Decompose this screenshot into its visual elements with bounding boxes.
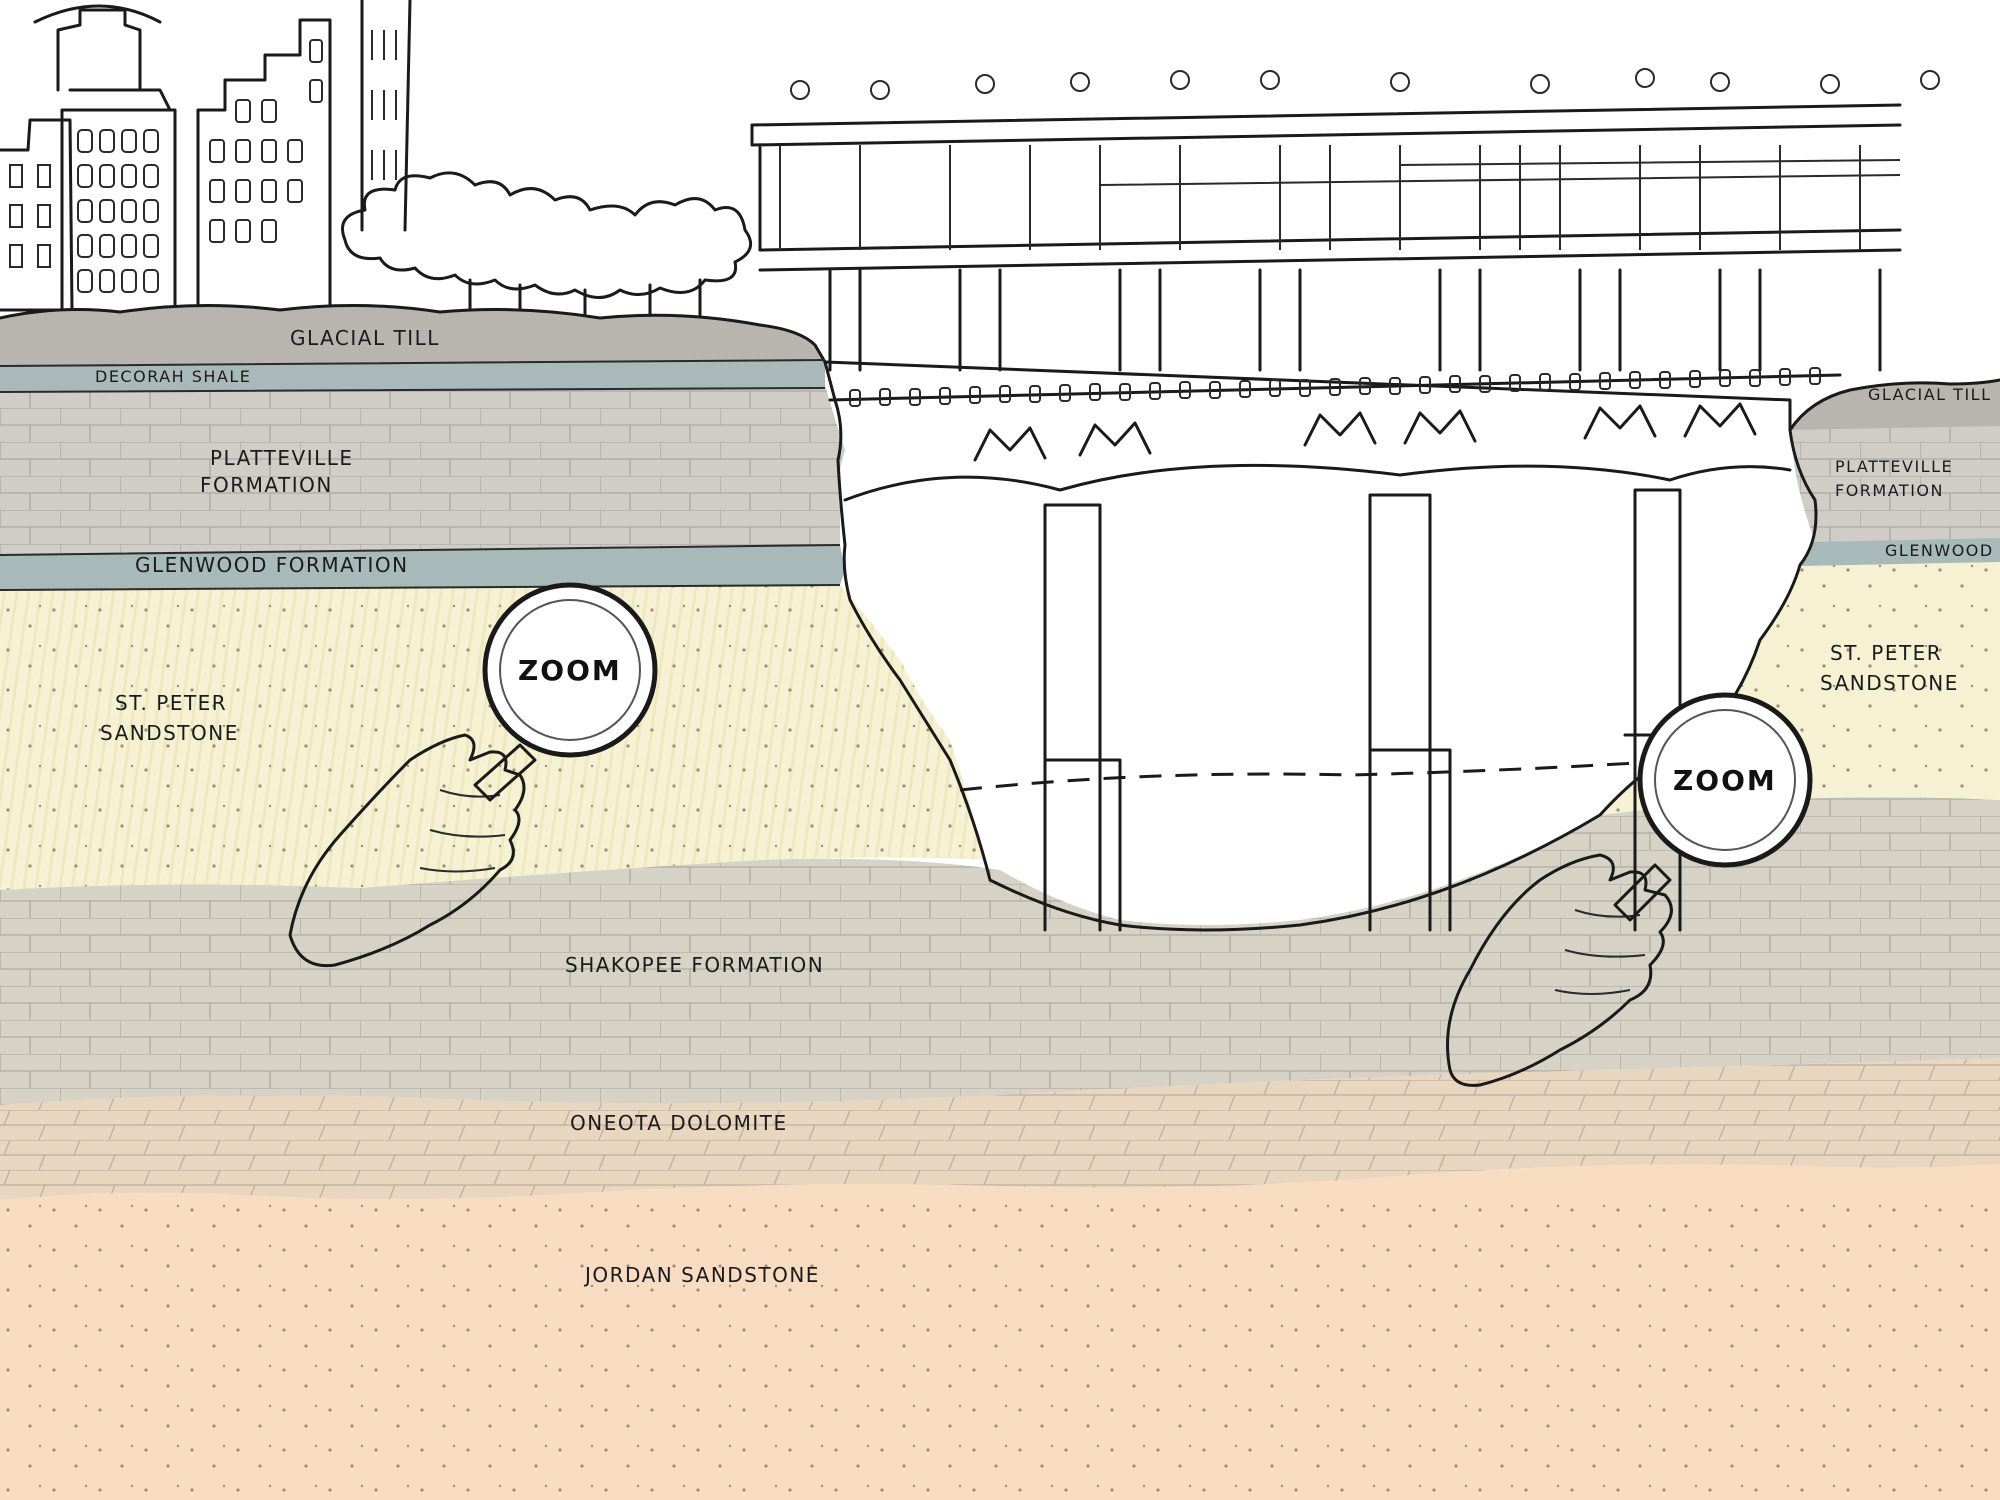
st-peter-dots-left (0, 585, 985, 890)
hand-icon (288, 733, 526, 968)
label-platteville-line1: PLATTEVILLE (210, 446, 354, 470)
zoom-magnifier-left[interactable]: ZOOM (288, 582, 658, 968)
label-platteville-line2: FORMATION (200, 473, 333, 497)
jordan-texture (0, 1195, 2000, 1500)
label-shakopee-formation: SHAKOPEE FORMATION (565, 953, 824, 977)
city-skyline (0, 0, 412, 312)
label-right-st-peter-line2: SANDSTONE (1820, 671, 1959, 695)
shakopee-texture (0, 797, 2000, 1105)
zoom-label-right: ZOOM (1673, 764, 1777, 797)
label-oneota-dolomite: ONEOTA DOLOMITE (570, 1111, 788, 1135)
zoom-label-left: ZOOM (518, 654, 622, 687)
excavation-cut (823, 360, 1818, 932)
layer-glenwood-formation-left (0, 545, 845, 590)
label-st-peter-line1: ST. PETER (115, 691, 227, 715)
oneota-texture (0, 1058, 2000, 1200)
m-logo-row (973, 402, 1757, 462)
label-right-platteville-line2: FORMATION (1835, 481, 1944, 500)
platteville-texture-right (1790, 424, 2000, 542)
platteville-texture-left (0, 385, 845, 555)
label-decorah-shale: DECORAH SHALE (95, 367, 251, 386)
label-glenwood-formation: GLENWOOD FORMATION (135, 553, 409, 577)
label-right-glenwood: GLENWOOD (1885, 541, 1994, 560)
label-right-glacial-till: GLACIAL TILL (1868, 385, 1992, 404)
label-jordan-sandstone: JORDAN SANDSTONE (583, 1263, 820, 1287)
label-right-st-peter-line1: ST. PETER (1830, 641, 1942, 665)
hand-icon (1446, 853, 1673, 1087)
label-glacial-till: GLACIAL TILL (290, 326, 440, 350)
zoom-magnifier-right[interactable]: ZOOM (1446, 692, 1813, 1087)
label-right-platteville-line1: PLATTEVILLE (1835, 457, 1953, 476)
label-st-peter-line2: SANDSTONE (100, 721, 239, 745)
layer-glenwood-right (1800, 536, 2000, 566)
stadium-structure (750, 68, 1940, 932)
stadium-lights (790, 68, 1940, 100)
layer-decorah-shale-left (0, 360, 825, 392)
tree-canopy (341, 171, 753, 322)
layer-glacial-till-left (0, 305, 825, 366)
